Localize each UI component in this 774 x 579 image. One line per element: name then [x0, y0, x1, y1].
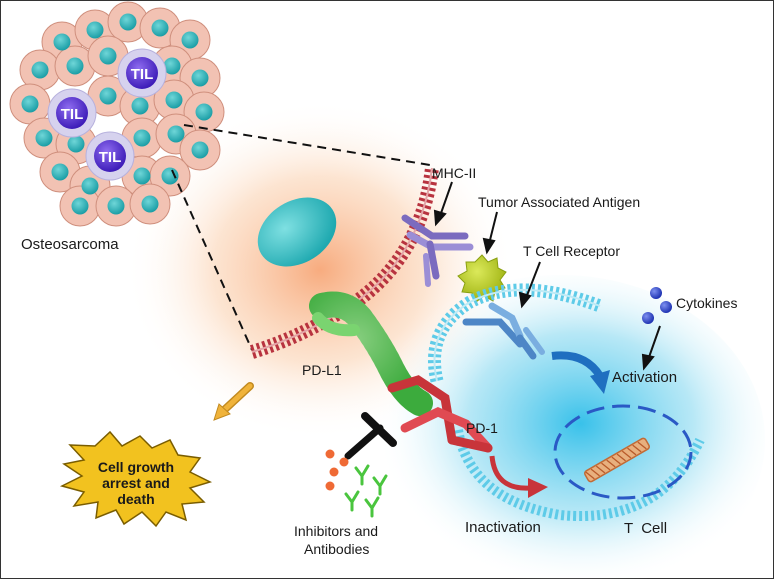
osteosarcoma-nucleus: [21, 95, 39, 113]
osteosarcoma-nucleus: [167, 125, 185, 143]
osteosarcoma-nucleus: [195, 103, 213, 121]
inactivation-curved-arrow: [489, 455, 531, 491]
osteosarcoma-nucleus: [163, 57, 181, 75]
osteosarcoma-nucleus: [141, 195, 159, 213]
osteosarcoma-label: Osteosarcoma: [21, 236, 119, 253]
osteosarcoma-nucleus: [119, 13, 137, 31]
osteosarcoma-nucleus: [81, 177, 99, 195]
osteosarcoma-nucleus: [151, 19, 169, 37]
osteosarcoma-nucleus: [99, 47, 117, 65]
til-cell: TIL: [117, 48, 167, 98]
pd-1-label: PD-1: [466, 420, 498, 436]
inhibitors-label-line1: Inhibitors and: [294, 523, 378, 539]
pd-l1-molecule: [309, 291, 433, 416]
mhc-ii-molecule: [401, 214, 474, 287]
osteosarcoma-nucleus: [131, 97, 149, 115]
til-label: TIL: [99, 149, 122, 166]
til-nucleus: [94, 140, 126, 172]
t-cell-nucleus: [553, 404, 693, 500]
osteosarcoma-nucleus: [35, 129, 53, 147]
til-cell: TIL: [85, 131, 135, 181]
osteosarcoma-nucleus: [165, 91, 183, 109]
cytokines-cluster: [642, 287, 672, 324]
inhibitor-molecules: [325, 449, 349, 491]
tumor-associated-antigen-label: Tumor Associated Antigen: [478, 194, 640, 210]
inhibitor-bar: [344, 412, 397, 460]
osteosarcoma-nucleus: [133, 167, 151, 185]
arrest-label-line1: Cell growth: [98, 459, 174, 475]
activation-arrowhead: [590, 370, 610, 394]
osteosarcoma-nucleus: [31, 61, 49, 79]
cytokines-label: Cytokines: [676, 295, 737, 311]
osteosarcoma-nucleus: [133, 129, 151, 147]
outcome-arrow: [213, 382, 254, 421]
osteosarcoma-nucleus: [191, 69, 209, 87]
osteosarcoma-nucleus: [191, 141, 209, 159]
t-cell-receptor-label: T Cell Receptor: [523, 243, 620, 259]
til-nucleus: [126, 57, 158, 89]
tumor-associated-antigen: [457, 254, 507, 303]
arrest-label-line2: arrest and: [102, 475, 170, 491]
osteosarcoma-cluster: [9, 1, 225, 227]
t-cell-label: T Cell: [624, 520, 667, 537]
zoom-line-bottom: [171, 169, 253, 351]
dna-strand: [584, 437, 650, 483]
osteosarcoma-nucleus: [66, 57, 84, 75]
osteosarcoma-nucleus: [107, 197, 125, 215]
osteosarcoma-nucleus: [161, 167, 179, 185]
osteosarcoma-nucleus: [181, 31, 199, 49]
pd-1-molecule: [387, 375, 493, 453]
tumor-nucleus: [257, 197, 337, 267]
activation-label: Activation: [612, 369, 677, 386]
osteosarcoma-nucleus: [99, 87, 117, 105]
til-nucleus: [56, 97, 88, 129]
osteosarcoma-nucleus: [71, 197, 89, 215]
osteosarcoma-nucleus: [51, 163, 69, 181]
osteosarcoma-nucleus: [67, 135, 85, 153]
til-label: TIL: [61, 106, 84, 123]
antibody-molecules: [344, 464, 388, 518]
t-cell-receptor: [462, 302, 545, 360]
inactivation-arrowhead: [528, 478, 548, 498]
osteosarcoma-nucleus: [86, 21, 104, 39]
pd-l1-label: PD-L1: [302, 362, 342, 378]
inactivation-label: Inactivation: [465, 519, 541, 536]
cell-growth-arrest-starburst: [59, 430, 213, 528]
label-pointer-arrows: [433, 181, 661, 371]
mhc-ii-label: MHC-II: [432, 165, 476, 181]
t-cell-membrane-lower: [453, 429, 705, 521]
osteosarcoma-nucleus: [53, 33, 71, 51]
zoom-line-top: [183, 124, 431, 166]
til-cell: TIL: [47, 88, 97, 138]
arrest-label-line3: death: [117, 491, 154, 507]
t-cell-glow: [355, 275, 765, 579]
inhibitors-label-line2: Antibodies: [304, 541, 369, 557]
til-label: TIL: [131, 66, 154, 83]
activation-curved-arrow: [551, 351, 604, 379]
